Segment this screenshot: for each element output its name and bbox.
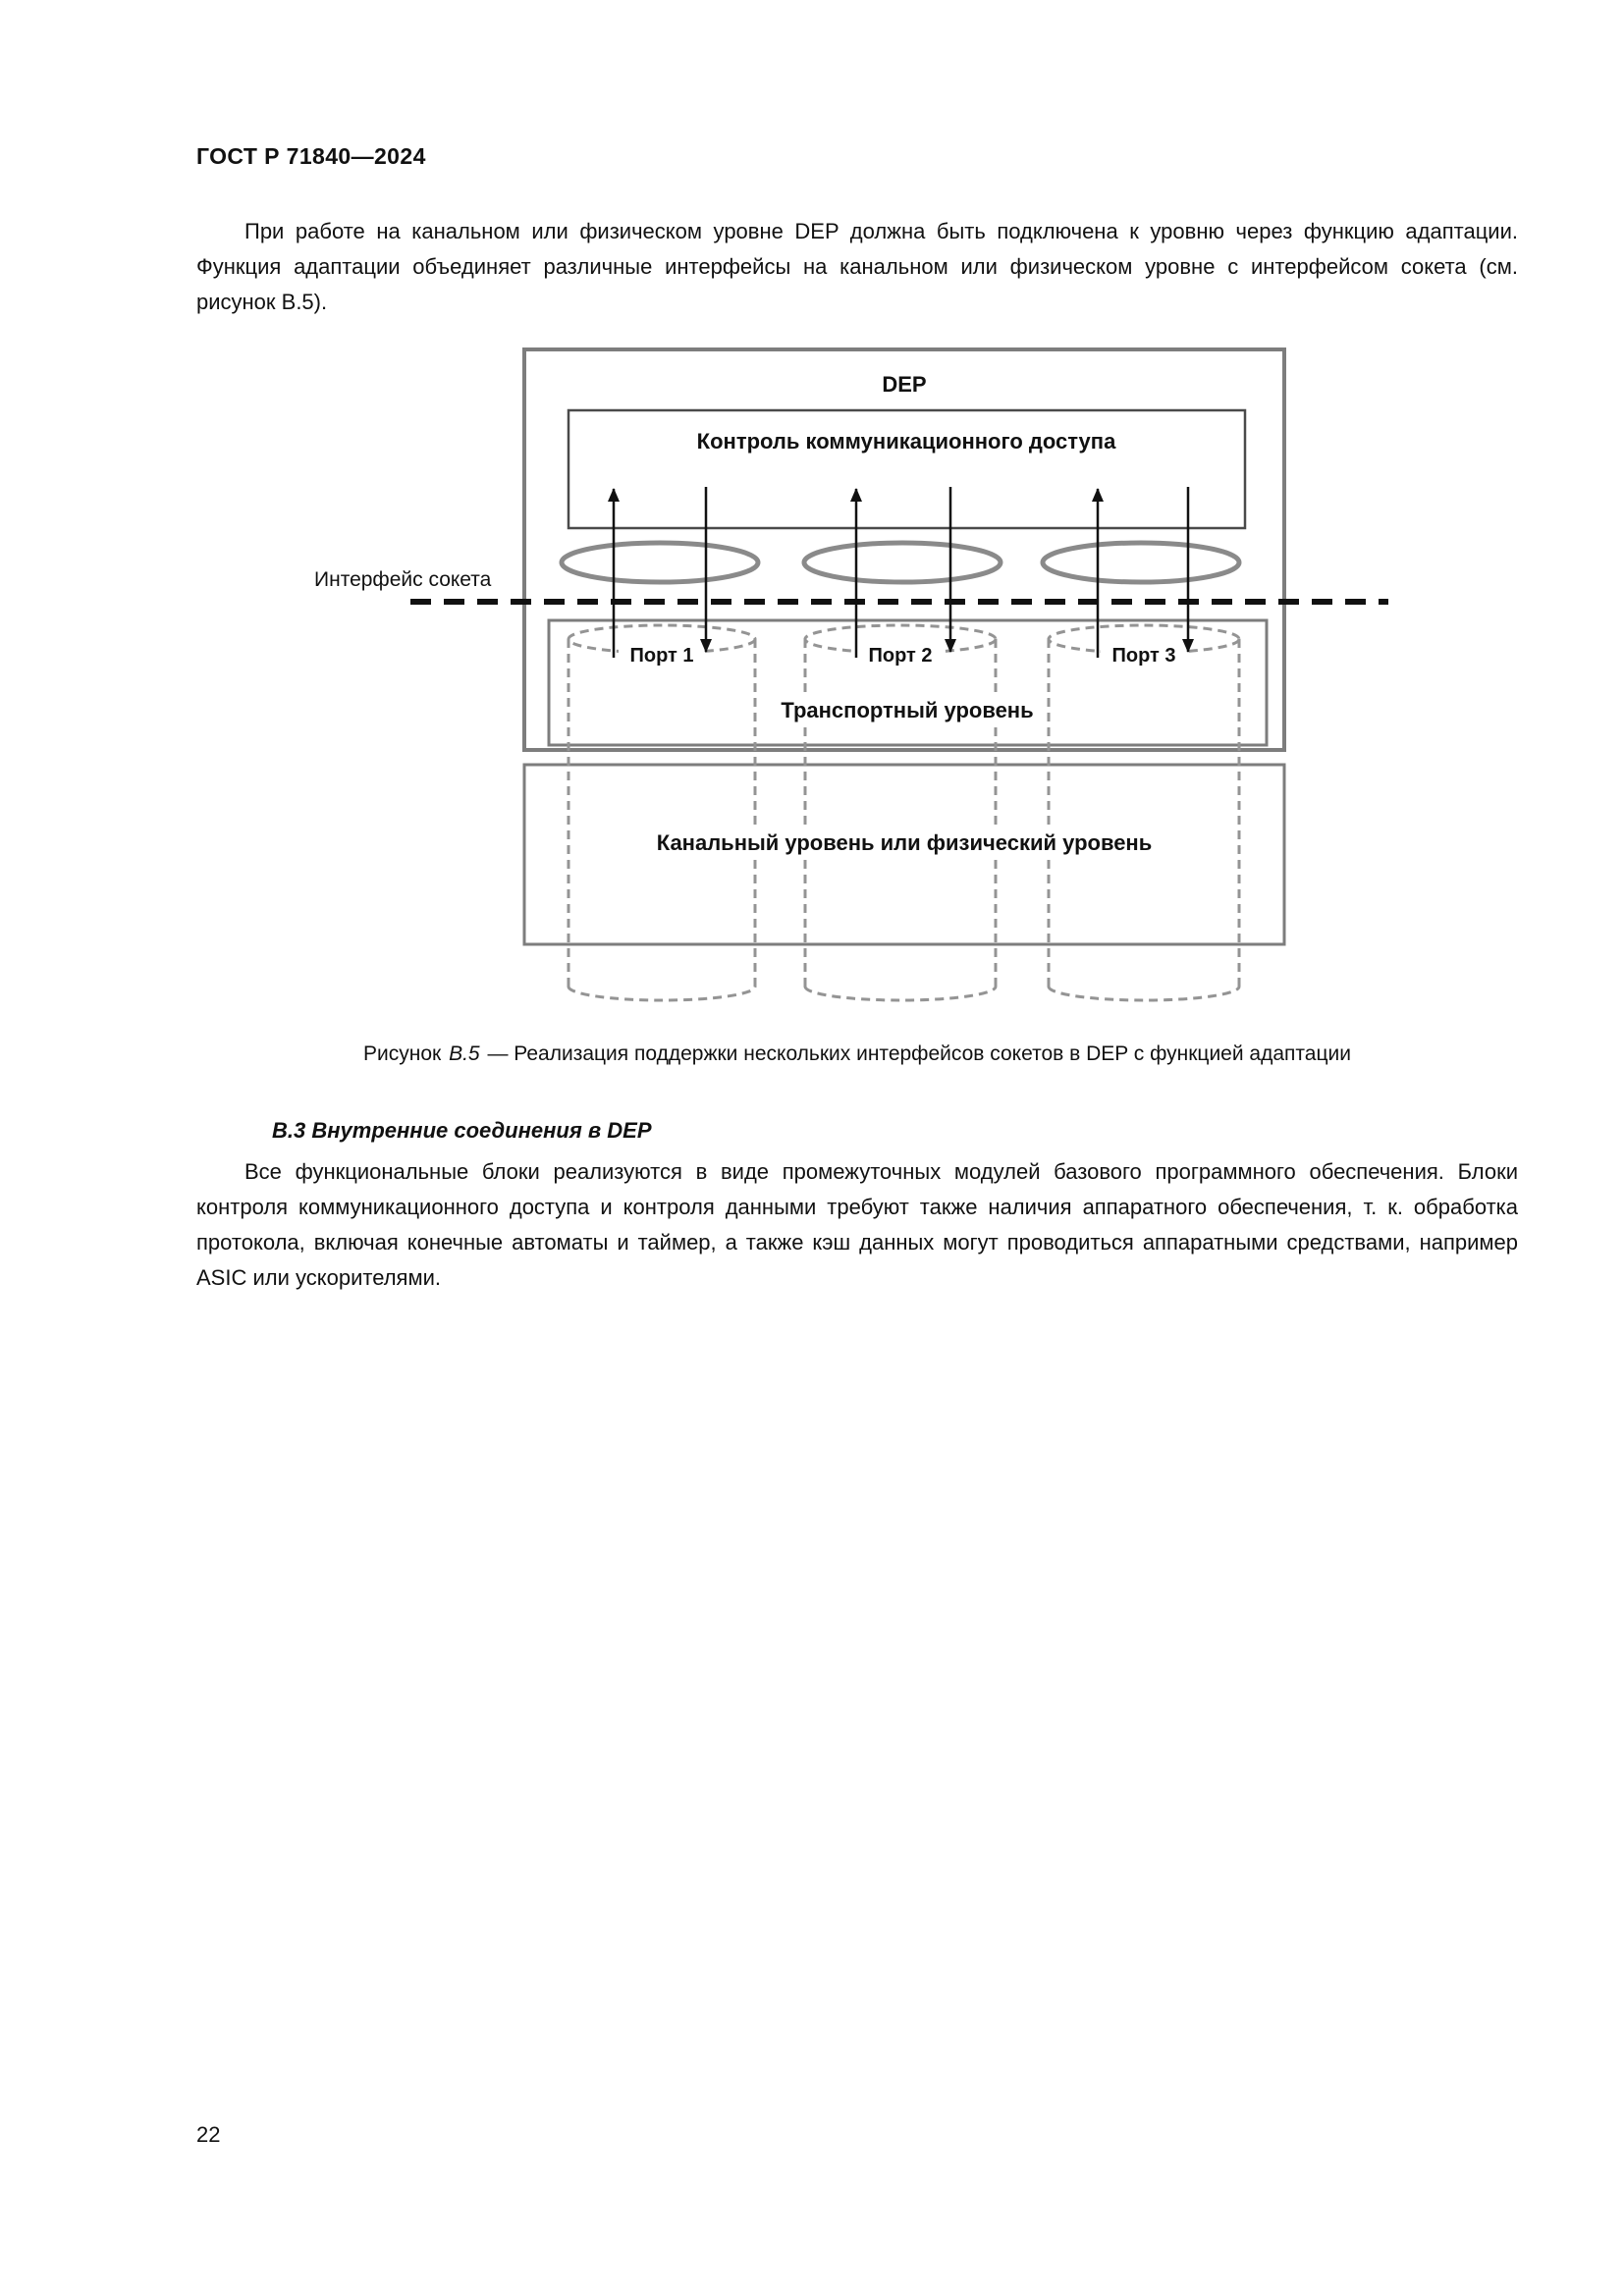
communication-access-control-label: Контроль коммуникационного доступа [697,429,1116,454]
figure-caption: Рисунок В.5 — Реализация поддержки неско… [196,1042,1518,1066]
figure-caption-text: — Реализация поддержки нескольких интерф… [487,1042,1351,1065]
port-cylinder-2 [803,623,998,1002]
socket-interface-label: Интерфейс сокета [314,568,492,591]
socket-ellipse-1 [559,540,761,585]
socket-ellipse-2 [801,540,1003,585]
port-cylinder-3 [1047,623,1241,1002]
transport-label-backing [782,696,1033,723]
link-layer-box [522,763,1286,946]
socket-ellipse-3 [1040,540,1242,585]
link-label-backing [664,828,1145,856]
communication-access-control-box [567,408,1247,530]
intro-paragraph: При работе на канальном или физическом у… [196,219,1518,314]
port2-label: Порт 2 [868,645,932,667]
figure-b5-diagram: DEP Контроль коммуникационного доступа И… [314,347,1388,1002]
dep-label: DEP [882,372,926,397]
transport-layer-box [547,618,1269,747]
socket-arrows [608,487,1194,658]
section-b3-paragraph: Все функциональные блоки реализуются в в… [196,1159,1518,1290]
link-layer-label: Канальный уровень или физический уровень [657,830,1153,855]
figure-caption-prefix: Рисунок [363,1042,442,1065]
dep-box [522,347,1286,752]
port3-label-backing [1101,642,1187,666]
doc-header: ГОСТ Р 71840—2024 [196,143,426,169]
figure-caption-number: В.5 [449,1042,480,1065]
page-number: 22 [196,2122,221,2147]
port1-label-backing [619,642,705,666]
port3-label: Порт 3 [1111,645,1175,667]
transport-layer-label: Транспортный уровень [781,698,1033,722]
section-b3-title: В.3 Внутренние соединения в DEP [272,1118,652,1143]
port2-label-backing [857,642,944,666]
port1-label: Порт 1 [629,645,693,667]
